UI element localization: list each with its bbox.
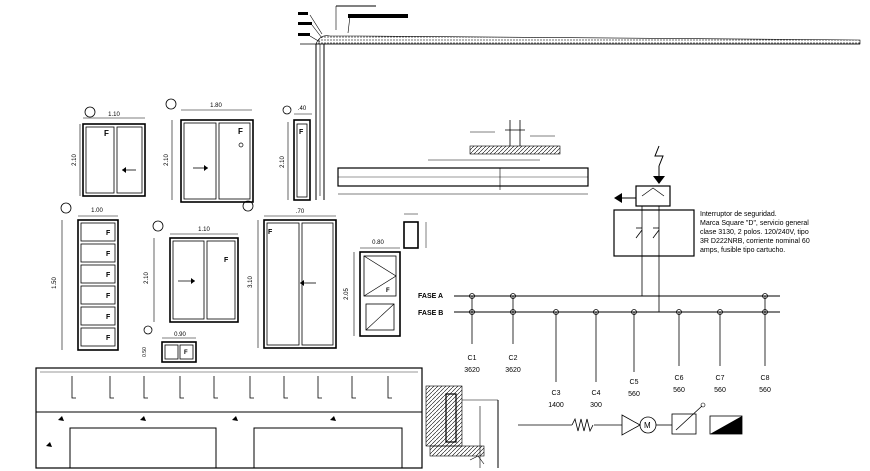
- door-mark: F: [268, 229, 273, 236]
- dimension-label: 2.10: [280, 156, 286, 168]
- svg-text:M: M: [644, 421, 651, 430]
- circuit-load: 3620: [505, 367, 521, 374]
- circuit-id: C4: [592, 390, 601, 397]
- breaker-note-line: amps, fusible tipo cartucho.: [700, 247, 785, 254]
- window-elevation-3: .40 2.10 F: [280, 105, 312, 201]
- circuit-c6: C6 560: [673, 309, 685, 394]
- dimension-label: 2.10: [72, 154, 78, 166]
- circuit-load: 560: [759, 387, 771, 394]
- door-mark: F: [106, 230, 111, 237]
- circuit-id: C3: [552, 390, 561, 397]
- door-elevation-8: 0.80 2.05 F: [344, 240, 401, 337]
- dimension-label: 2.10: [144, 272, 150, 284]
- circuit-c5: C5 560: [628, 309, 640, 398]
- breaker-note-line: Marca Square "D", servicio general: [700, 220, 809, 227]
- door-mark: F: [106, 335, 111, 342]
- dimension-label: 1.10: [198, 227, 210, 233]
- circuit-id: C6: [675, 375, 684, 382]
- dimension-label: .40: [298, 106, 307, 112]
- door-mark: F: [106, 251, 111, 258]
- circuit-c2: C2 3620: [505, 293, 521, 374]
- window-elevation-1: 1.10 2.10 F: [72, 106, 146, 197]
- circuit-c8: C8 560: [759, 293, 771, 394]
- circuit-c7: C7 560: [714, 309, 726, 394]
- door-mark: F: [238, 127, 243, 136]
- dimension-label: 0.50: [142, 347, 148, 357]
- circuit-load: 1400: [548, 402, 564, 409]
- dimension-label: 0.90: [174, 332, 186, 338]
- breaker-note-line: Interruptor de seguridad.: [700, 211, 777, 218]
- breaker-note: Interruptor de seguridad. Marca Square "…: [700, 211, 810, 254]
- circuit-id: C8: [761, 375, 770, 382]
- electrical-diagram: Interruptor de seguridad. Marca Square "…: [418, 145, 810, 436]
- dimension-label: 1.80: [210, 103, 222, 109]
- dimension-label: 1.50: [52, 277, 58, 289]
- phase-b-label: FASE B: [418, 310, 443, 317]
- breaker-note-line: 3R D222NRB, corriente nominal 60: [700, 238, 810, 245]
- load-symbols: M: [518, 402, 743, 436]
- window-elevation-7: 0.90 0.50 F: [142, 325, 197, 363]
- door-mark: F: [106, 314, 111, 321]
- circuit-id: C5: [630, 379, 639, 386]
- circuit-load: 300: [590, 402, 602, 409]
- dimension-label: 3.10: [248, 276, 254, 288]
- phase-a-label: FASE A: [418, 293, 443, 300]
- circuit-load: 3620: [464, 367, 480, 374]
- circuit-load: 560: [714, 387, 726, 394]
- door-elevation-6: .70 3.10 F: [242, 200, 337, 349]
- breaker-note-line: clase 3130, 2 polos. 120/240V, tipo: [700, 229, 809, 236]
- circuit-c4: C4 300: [590, 309, 602, 409]
- door-mark: F: [299, 129, 304, 136]
- door-mark: F: [104, 129, 109, 138]
- circuit-id: C2: [509, 355, 518, 362]
- dimension-label: .70: [296, 209, 305, 215]
- window-elevation-4: 1.00 1.50 F F F F F F: [52, 202, 119, 351]
- circuit-load: 560: [628, 391, 640, 398]
- door-mark: F: [106, 293, 111, 300]
- window-elevation-5: 1.10 2.10 F: [144, 220, 239, 323]
- window-elevation-2: 1.80 2.10 F: [164, 98, 254, 203]
- door-mark: F: [106, 272, 111, 279]
- circuit-c1: C1 3620: [464, 293, 480, 374]
- circuit-load: 560: [673, 387, 685, 394]
- dimension-label: 2.10: [164, 154, 170, 166]
- dimension-label: 1.10: [108, 112, 120, 118]
- dimension-label: 2.05: [344, 288, 350, 300]
- circuit-id: C1: [468, 355, 477, 362]
- dimension-label: 1.00: [91, 208, 103, 214]
- beam-detail: [337, 120, 589, 249]
- door-mark: F: [386, 288, 390, 294]
- circuit-id: C7: [716, 375, 725, 382]
- footing-section: [35, 367, 499, 469]
- circuit-c3: C3 1400: [548, 309, 564, 409]
- roof-section-detail: [298, 5, 861, 200]
- dimension-label: 0.80: [372, 240, 384, 246]
- door-mark: F: [184, 350, 188, 356]
- door-mark: F: [224, 257, 229, 264]
- opening-elevations: 1.10 2.10 F 1.80 2.10 F: [52, 98, 401, 363]
